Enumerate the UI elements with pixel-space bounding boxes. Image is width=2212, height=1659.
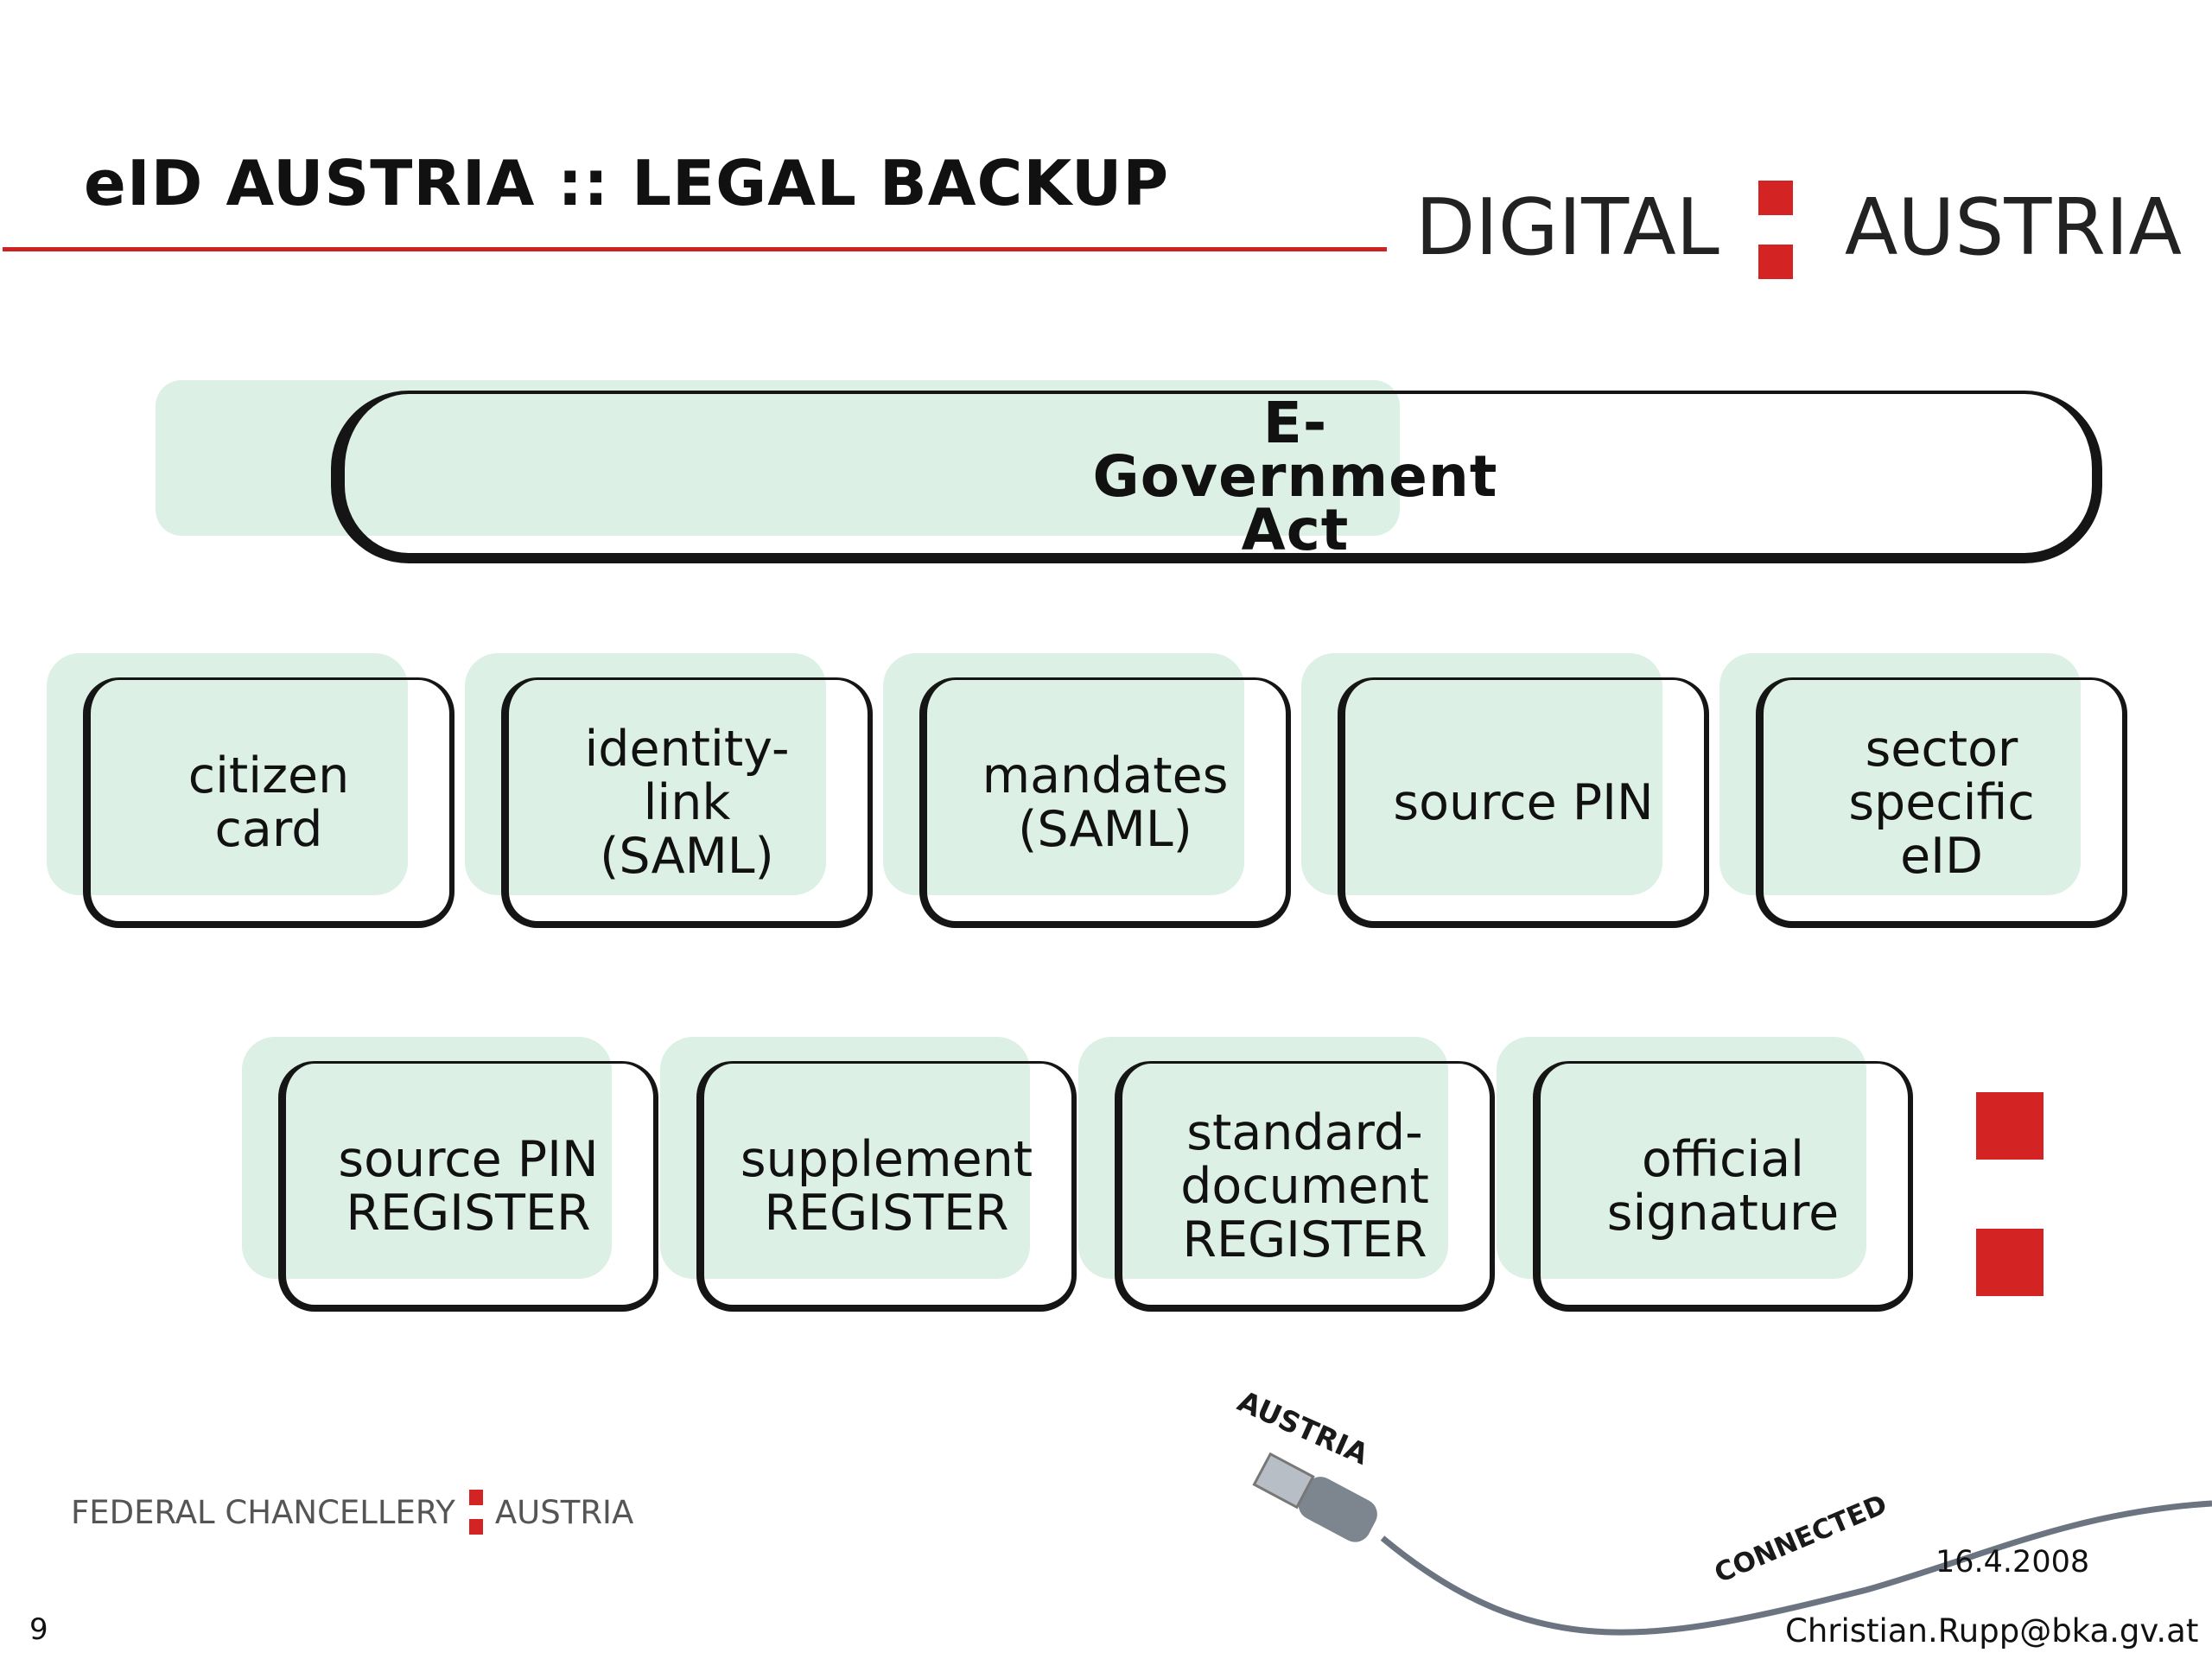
row1-box: citizen card xyxy=(47,653,454,928)
usb-plug-icon xyxy=(1252,1452,1377,1542)
brand-word-digital: DIGITAL xyxy=(1415,181,1719,273)
row2-label: supplement REGISTER xyxy=(740,1131,1033,1242)
footer-org-left: FEDERAL CHANCELLERY xyxy=(71,1493,455,1531)
slide-title: eID AUSTRIA :: LEGAL BACKUP xyxy=(84,147,1170,219)
row1-box: identity- link (SAML) xyxy=(465,653,873,928)
title-divider xyxy=(3,247,1387,251)
author-email: Christian.Rupp@bka.gv.at xyxy=(1785,1612,2199,1649)
red-square-top xyxy=(1976,1092,2044,1160)
row2-box: supplement REGISTER xyxy=(660,1037,1077,1312)
federal-chancellery-logo: FEDERAL CHANCELLERY AUSTRIA xyxy=(71,1486,633,1538)
row2-box: standard- document REGISTER xyxy=(1078,1037,1495,1312)
footer-brand-mark-icon xyxy=(468,1488,483,1536)
row2-box: source PIN REGISTER xyxy=(242,1037,658,1312)
e-government-act-label: E-Government Act xyxy=(1092,390,1498,563)
row2-box: official signature xyxy=(1497,1037,1913,1312)
row1-label: sector specific eID xyxy=(1848,721,2035,885)
usb-cable-graphic: AUSTRIA CONNECTED xyxy=(1233,1384,2212,1636)
row1-box: mandates (SAML) xyxy=(883,653,1291,928)
row1-box: sector specific eID xyxy=(1719,653,2127,928)
row1-box: source PIN xyxy=(1301,653,1709,928)
red-square-bottom xyxy=(1976,1229,2044,1296)
row2-label: official signature xyxy=(1606,1131,1840,1242)
page-number: 9 xyxy=(29,1612,48,1647)
usb-word-austria: AUSTRIA xyxy=(1233,1384,1374,1471)
row2-label: source PIN REGISTER xyxy=(338,1131,599,1242)
row1-label: citizen card xyxy=(188,747,350,858)
row1-label: source PIN xyxy=(1393,774,1654,831)
digital-austria-logo: DIGITAL AUSTRIA xyxy=(1415,171,2182,283)
e-government-act-box: E-Government Act xyxy=(156,380,2102,563)
row1-label: identity- link (SAML) xyxy=(584,721,790,885)
row2-label: standard- document REGISTER xyxy=(1180,1104,1429,1268)
brand-word-austria: AUSTRIA xyxy=(1844,181,2183,273)
brand-mark-icon xyxy=(1758,174,1793,282)
usb-word-connected: CONNECTED xyxy=(1710,1489,1891,1589)
row1-label: mandates (SAML) xyxy=(982,747,1229,858)
footer-org-right: AUSTRIA xyxy=(494,1493,634,1531)
presentation-date: 16.4.2008 xyxy=(1936,1545,2090,1580)
